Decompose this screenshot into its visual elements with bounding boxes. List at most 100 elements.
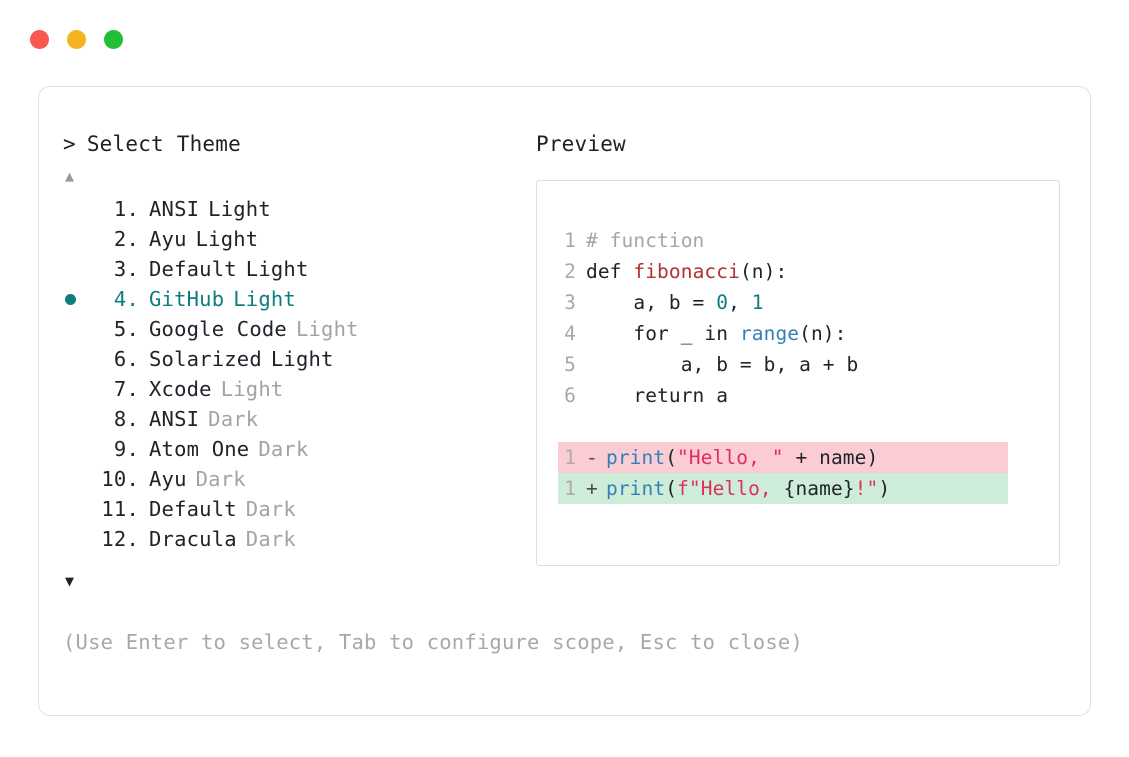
theme-item-name: Ayu [149, 227, 187, 251]
code-line-content: a, b = b, a + b [586, 349, 859, 380]
code-line-content: for _ in range(n): [586, 318, 847, 349]
keyboard-hint: (Use Enter to select, Tab to configure s… [63, 630, 803, 654]
code-line-number: 4 [564, 322, 576, 345]
theme-item-name: Default [149, 497, 237, 521]
code-line-content: a, b = 0, 1 [586, 287, 764, 318]
selector-prompt: > Select Theme [63, 129, 533, 159]
code-token-str: !" [854, 477, 879, 500]
code-line-content: def fibonacci(n): [586, 256, 787, 287]
selection-bullet-cell [63, 294, 93, 305]
diff-line-added: 1 + print(f"Hello, {name}!") [558, 473, 1008, 504]
theme-item-name: Xcode [149, 377, 212, 401]
close-button-icon[interactable] [30, 30, 49, 49]
diff-sign: + [586, 477, 598, 500]
theme-item-name: Dracula [149, 527, 237, 551]
theme-item-name: GitHub [149, 287, 225, 311]
theme-list-item[interactable]: 10. Ayu Dark [63, 464, 533, 494]
code-token-str: "Hello, " [677, 446, 784, 469]
theme-item-index: 6. [113, 347, 139, 371]
theme-item-index: 4. [113, 287, 139, 311]
theme-list-item[interactable]: 6. Solarized Light [63, 344, 533, 374]
code-token-plain: + name) [783, 446, 879, 469]
code-line-number: 2 [564, 260, 576, 283]
window-titlebar [30, 30, 123, 49]
theme-item-name: Ayu [149, 467, 187, 491]
theme-item-index: 5. [113, 317, 139, 341]
code-token-comment: # function [586, 229, 705, 252]
selected-bullet-icon [65, 294, 76, 305]
code-token-fn: fibonacci [633, 260, 740, 283]
code-token-num: 1 [751, 291, 764, 314]
scroll-down-icon[interactable]: ▼ [65, 572, 75, 590]
code-line: 2 def fibonacci(n): [558, 256, 1008, 287]
theme-item-variant: Light [195, 227, 259, 251]
code-token-plain: a, b = b, a + b [586, 353, 859, 376]
code-line: 3 a, b = 0, 1 [558, 287, 1008, 318]
code-token-plain: for _ in [586, 322, 740, 345]
code-token-punct: ( [665, 477, 678, 500]
theme-item-variant: Dark [258, 437, 309, 461]
theme-item-name: Solarized [149, 347, 262, 371]
theme-list-item[interactable]: 11. Default Dark [63, 494, 533, 524]
theme-item-variant: Dark [195, 467, 246, 491]
theme-item-variant: Light [233, 287, 296, 311]
theme-item-index: 11. [101, 497, 139, 521]
code-token-builtin: print [606, 477, 666, 500]
diff-line-content: print("Hello, " + name) [606, 442, 878, 473]
page-title: Select Theme [86, 132, 241, 156]
theme-item-name: Default [149, 257, 237, 281]
theme-item-name: Atom One [149, 437, 250, 461]
code-token-punct: (n): [739, 260, 788, 283]
diff-line-number: 1 [564, 477, 576, 500]
code-token-str: f"Hello, [677, 477, 784, 500]
code-line-number: 1 [564, 229, 576, 252]
theme-item-variant: Light [245, 257, 309, 281]
diff-line-number: 1 [564, 446, 576, 469]
code-token-punct: ) [878, 477, 891, 500]
theme-item-index: 10. [101, 467, 139, 491]
theme-list-item[interactable]: 4. GitHub Light [63, 284, 533, 314]
prompt-caret-icon: > [63, 132, 76, 156]
code-token-plain: return a [586, 384, 729, 407]
code-token-plain: a, b = [586, 291, 717, 314]
minimize-button-icon[interactable] [67, 30, 86, 49]
code-token-punct: (n): [799, 322, 847, 345]
theme-item-variant: Dark [245, 497, 296, 521]
theme-item-variant: Light [295, 317, 359, 341]
code-line-content: # function [586, 225, 704, 256]
diff-block: 1-print("Hello, " + name)1+print(f"Hello… [558, 442, 1008, 504]
diff-sign: - [586, 446, 598, 469]
theme-list-item[interactable]: 2. Ayu Light [63, 224, 533, 254]
code-token-plain: {name} [783, 477, 855, 500]
code-line: 4 for _ in range(n): [558, 318, 1008, 349]
theme-item-index: 8. [113, 407, 139, 431]
code-line-content: return a [586, 380, 728, 411]
code-token-builtin: print [606, 446, 666, 469]
theme-item-name: Google Code [149, 317, 287, 341]
code-line-number: 3 [564, 291, 576, 314]
theme-item-index: 3. [113, 257, 139, 281]
theme-list-item[interactable]: 5. Google Code Light [63, 314, 533, 344]
theme-list-item[interactable]: 3. Default Light [63, 254, 533, 284]
code-token-builtin: range [739, 322, 800, 345]
theme-item-variant: Light [270, 347, 334, 371]
diff-line-content: print(f"Hello, {name}!") [606, 473, 890, 504]
theme-item-variant: Dark [245, 527, 296, 551]
scroll-up-icon[interactable]: ▲ [65, 167, 75, 185]
theme-item-index: 1. [113, 197, 139, 221]
code-token-num: 0 [716, 291, 729, 314]
theme-item-index: 2. [113, 227, 139, 251]
theme-item-variant: Light [208, 197, 271, 221]
maximize-button-icon[interactable] [104, 30, 123, 49]
preview-label: Preview [536, 132, 626, 156]
code-token-plain: , [728, 291, 752, 314]
